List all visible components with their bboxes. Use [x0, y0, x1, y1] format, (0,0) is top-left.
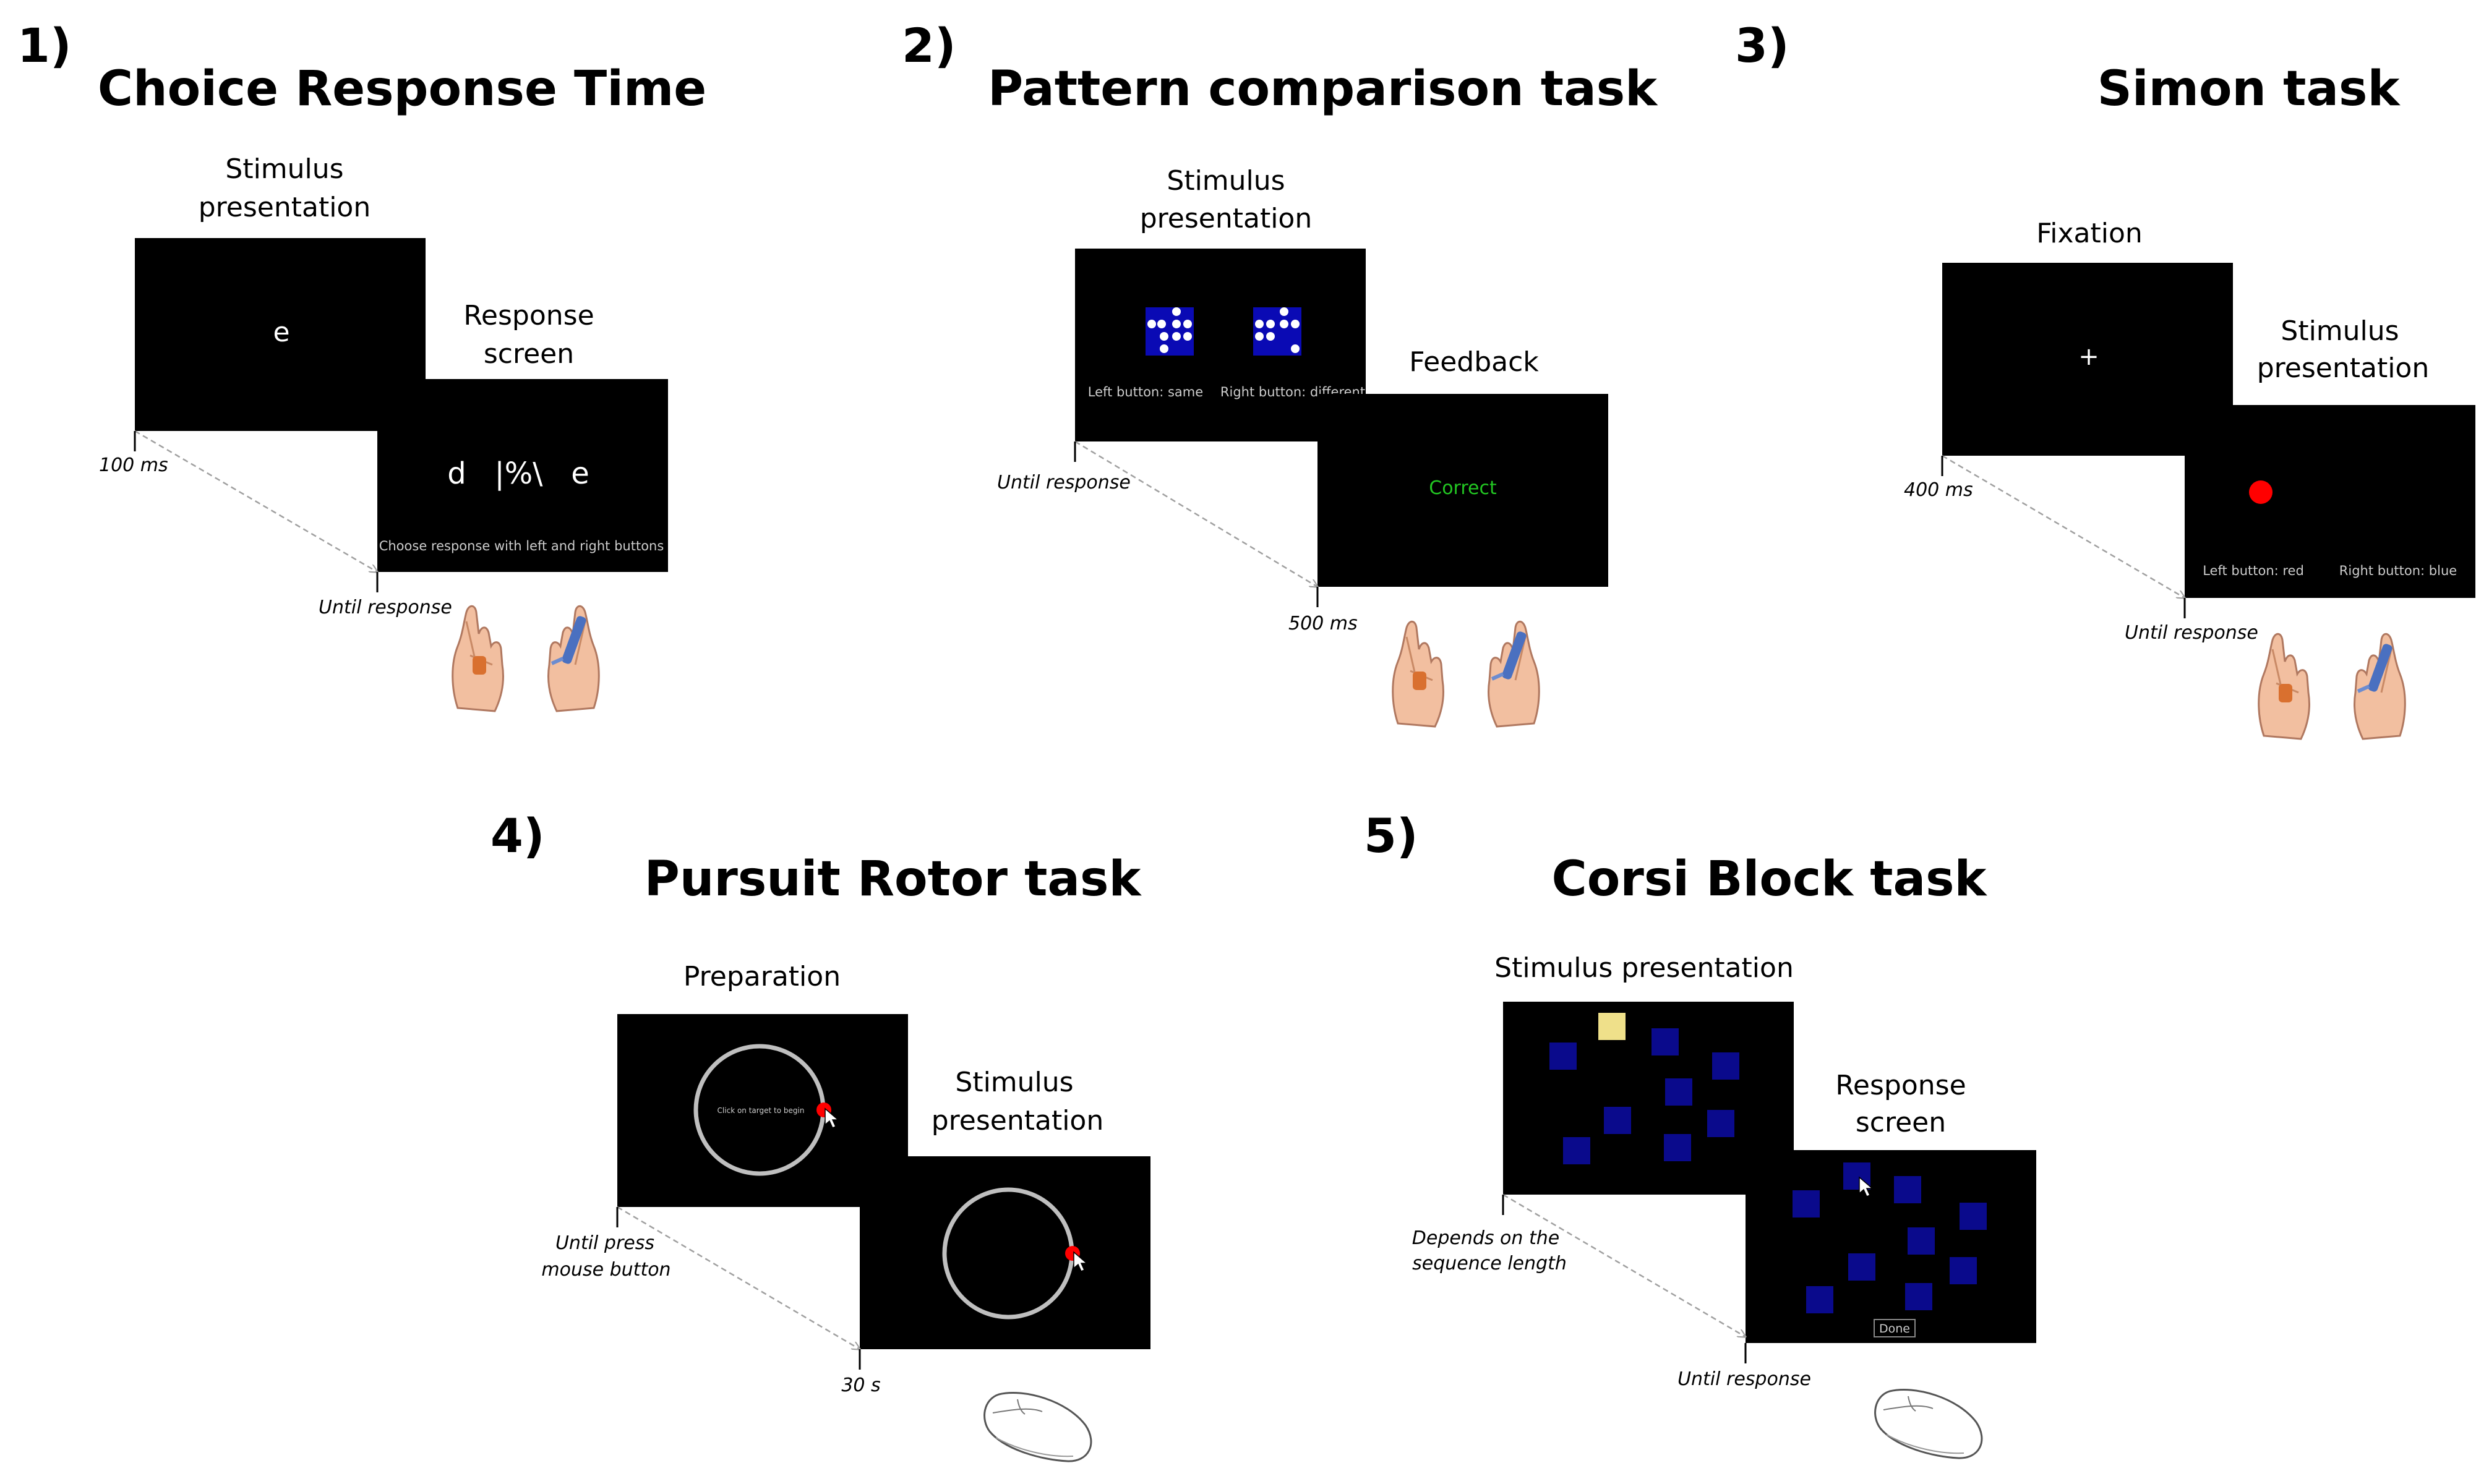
panel-1-screen2-label-line1: Response: [463, 300, 594, 331]
panel-2-screen2-label: Feedback: [1409, 346, 1539, 378]
hand-on-button-icon: [2258, 633, 2310, 740]
panel-3-red-target: [2249, 480, 2273, 504]
panel-4-start-hint: Click on target to begin: [718, 1106, 805, 1115]
panel-2-feedback-text: Correct: [1429, 477, 1497, 499]
panel-2: 2) Pattern comparison task Stimulus pres…: [902, 18, 1658, 727]
hand-on-button-icon: [2355, 634, 2405, 739]
panel-4: 4) Pursuit Rotor task Preparation Click …: [491, 808, 1150, 1462]
panel-3-number: 3): [1735, 18, 1789, 73]
panel-5-title: Corsi Block task: [1552, 851, 1988, 907]
panel-1-time-1: 100 ms: [99, 454, 168, 476]
panel-3-stimulus-screen: [2185, 405, 2475, 598]
panel-2-number: 2): [902, 18, 956, 73]
hand-on-button-icon: [1392, 620, 1444, 728]
panel-4-timeline-arrow: [617, 1206, 860, 1349]
panel-1-title: Choice Response Time: [98, 61, 706, 117]
panel-4-stimulus-screen: [860, 1156, 1150, 1349]
panel-4-time-2: 30 s: [841, 1375, 880, 1396]
panel-2-time-2: 500 ms: [1288, 613, 1358, 634]
hand-on-button-icon: [452, 605, 504, 712]
panel-3-title: Simon task: [2097, 61, 2401, 117]
panel-2-hint-left: Left button: same: [1088, 385, 1203, 399]
panel-4-screen2-label-line1: Stimulus: [955, 1067, 1073, 1098]
panel-3-time-2: Until response: [2125, 622, 2258, 644]
panel-2-pattern-left: [1146, 307, 1194, 356]
panel-2-pattern-right-dots: [1255, 307, 1300, 353]
panel-5-timeline-arrow: [1502, 1193, 1746, 1337]
panel-2-screen1-label-line2: presentation: [1140, 203, 1313, 234]
panel-2-screen1-label-line1: Stimulus: [1167, 165, 1285, 197]
panel-1-response-hint: Choose response with left and right butt…: [379, 539, 664, 553]
panel-5-time-1-line2: sequence length: [1412, 1253, 1567, 1274]
panel-1: 1) Choice Response Time Stimulus present…: [17, 18, 706, 711]
panel-3-hint-left: Left button: red: [2203, 563, 2304, 578]
panel-5-lit-block: [1598, 1013, 1626, 1040]
panel-3-hint-right: Right button: blue: [2339, 563, 2457, 578]
panel-5-response-screen: [1746, 1150, 2036, 1343]
panel-1-screen2-label-line2: screen: [484, 338, 574, 370]
panel-5-time-1-line1: Depends on the: [1412, 1227, 1559, 1249]
panel-1-stimulus-screen: [135, 238, 426, 431]
computer-mouse-icon: [1874, 1388, 1983, 1459]
panel-5-number: 5): [1364, 808, 1418, 863]
hand-on-button-icon: [549, 606, 599, 711]
panel-3-screen2-label-line1: Stimulus: [2281, 315, 2399, 347]
panel-2-timeline-arrow: [1074, 440, 1317, 587]
panel-2-stimulus-screen: [1075, 249, 1366, 441]
panel-1-number: 1): [17, 18, 72, 73]
panel-4-title: Pursuit Rotor task: [645, 851, 1142, 907]
panel-1-response-screen: [377, 379, 668, 572]
panel-5-stimulus-blocks: [1549, 1028, 1739, 1164]
panel-4-number: 4): [491, 808, 545, 863]
panel-4-time-1-line1: Until press: [555, 1232, 654, 1254]
panel-5-time-2: Until response: [1677, 1368, 1811, 1390]
panel-2-time-1: Until response: [997, 472, 1131, 493]
panel-2-title: Pattern comparison task: [988, 61, 1658, 117]
panel-2-feedback-screen: [1317, 394, 1608, 587]
panel-4-screen1-label: Preparation: [683, 961, 841, 992]
panel-5-screen1-label: Stimulus presentation: [1494, 952, 1794, 984]
panel-3-time-1: 400 ms: [1904, 479, 1973, 501]
panel-1-screen1-label-line1: Stimulus: [225, 153, 343, 185]
panel-5-stimulus-screen: [1503, 1002, 1794, 1195]
panel-3-fixation-cross: +: [2078, 343, 2099, 371]
panel-3: 3) Simon task Fixation + Stimulus presen…: [1735, 18, 2475, 739]
hand-on-button-icon: [1489, 621, 1540, 727]
panel-1-response-options: d |%\ e: [447, 456, 589, 491]
panel-3-screen1-label: Fixation: [2036, 218, 2143, 249]
panel-3-timeline-arrow: [1942, 454, 2185, 598]
panel-3-fixation-screen: [1942, 263, 2233, 456]
panel-1-time-2: Until response: [319, 597, 452, 618]
panel-1-screen1-label-line2: presentation: [199, 192, 371, 223]
panel-3-screen2-label-line2: presentation: [2257, 352, 2430, 384]
panel-1-stimulus-letter: e: [273, 317, 289, 348]
panel-5: 5) Corsi Block task Stimulus presentatio…: [1364, 808, 2036, 1459]
panel-2-pattern-left-dots: [1147, 307, 1192, 353]
computer-mouse-icon: [983, 1391, 1092, 1462]
panel-4-time-1-line2: mouse button: [541, 1259, 670, 1281]
panel-5-screen2-label-line2: screen: [1856, 1107, 1946, 1138]
panel-5-screen2-label-line1: Response: [1835, 1070, 1966, 1101]
panel-5-done-button: [1874, 1319, 1916, 1337]
panel-4-screen2-label-line2: presentation: [932, 1105, 1104, 1136]
panel-1-timeline-arrow: [134, 430, 377, 572]
panel-5-done-label: Done: [1879, 1322, 1910, 1336]
